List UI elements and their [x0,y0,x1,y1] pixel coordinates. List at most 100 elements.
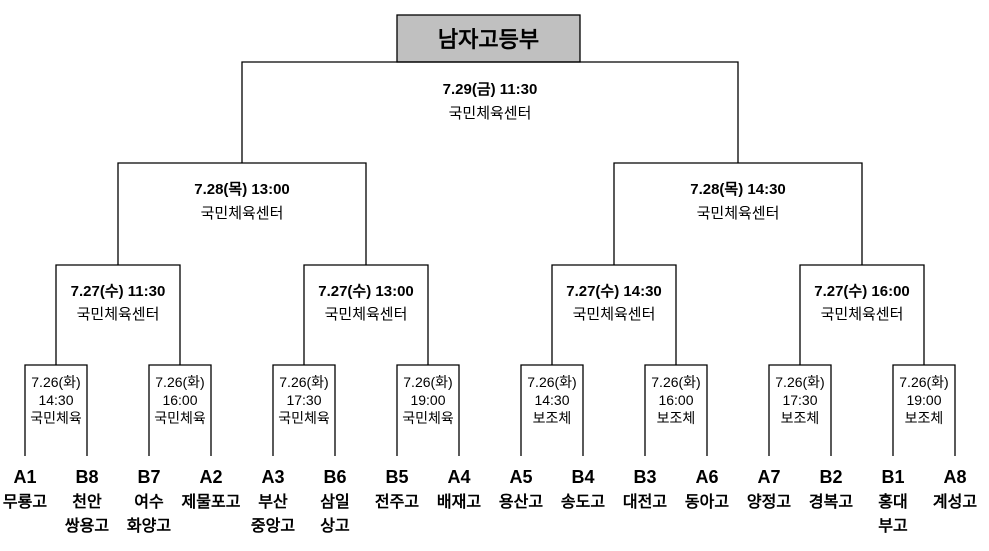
quarterfinal-3-connector-line [551,264,677,365]
round16-match-6-date: 7.26(화) [651,374,700,390]
team-b8: B8 천안 쌍용고 [65,467,109,535]
quarterfinal-4: 7.27(수) 16:00 국민체육센터 [799,264,925,365]
final-match: 7.29(금) 11:30 국민체육센터 [241,61,739,163]
team-a4-seed: A4 [447,467,470,487]
round16-match-4: 7.26(화) 19:00 국민체육 [396,364,460,456]
team-a2-seed: A2 [199,467,222,487]
round16-match-7-time: 17:30 [782,392,817,408]
team-a8-name: 계성고 [933,492,977,511]
team-b7-seed: B7 [137,467,160,487]
team-b4-seed: B4 [571,467,594,487]
round16-match-7: 7.26(화) 17:30 보조체 [768,364,832,456]
round16-match-6-connector-line [644,364,708,456]
round16-match-8-venue: 보조체 [905,410,944,426]
round16-match-4-connector-line [396,364,460,456]
team-a5: A5 용산고 [499,467,543,511]
quarterfinal-1-venue: 국민체육센터 [77,306,160,323]
round16-match-3-connector-line [272,364,336,456]
round16-match-3-venue: 국민체육 [278,410,330,426]
team-a1-seed: A1 [13,467,36,487]
semifinal-1-venue: 국민체육센터 [201,205,284,222]
team-a8: A8 계성고 [933,467,977,511]
team-b1-seed: B1 [881,467,904,487]
team-b4-name: 송도고 [561,493,605,511]
team-a7-name: 양정고 [747,493,791,511]
team-a2-name: 제물포고 [182,493,241,511]
team-b8-seed: B8 [75,467,98,487]
semifinal-1-connector-line [117,162,367,265]
team-a6: A6 동아고 [685,467,729,511]
team-b7-name-line-1: 여수 [134,493,164,511]
quarterfinal-3-datetime: 7.27(수) 14:30 [566,283,662,300]
team-b2-seed: B2 [819,467,842,487]
round16-match-3: 7.26(화) 17:30 국민체육 [272,364,336,456]
quarterfinal-1: 7.27(수) 11:30 국민체육센터 [55,264,181,365]
round16-match-5-time: 14:30 [534,392,569,408]
round16-match-8-date: 7.26(화) [899,374,948,390]
team-a3: A3 부산 중앙고 [251,467,295,535]
team-a3-name-line-1: 부산 [258,493,288,511]
team-b5-name: 전주고 [375,493,419,511]
team-b5: B5 전주고 [375,467,419,511]
round16-match-8-time: 19:00 [906,392,941,408]
team-a4-name: 배재고 [437,493,481,511]
round16-match-4-venue: 국민체육 [402,410,454,426]
round16-match-2: 7.26(화) 16:00 국민체육 [148,364,212,456]
team-b8-name-line-2: 쌍용고 [65,517,109,535]
round16-match-2-venue: 국민체육 [154,410,206,426]
quarterfinal-4-datetime: 7.27(수) 16:00 [814,283,910,300]
semifinal-2-datetime: 7.28(목) 14:30 [690,181,786,198]
round16-match-2-connector-line [148,364,212,456]
round16-match-8-connector-line [892,364,956,456]
quarterfinal-1-connector-line [55,264,181,365]
team-b2: B2 경복고 [809,467,853,511]
team-a3-seed: A3 [261,467,284,487]
team-b1: B1 홍대 부고 [878,467,908,535]
team-b1-name-line-2: 부고 [878,517,908,535]
final-venue: 국민체육센터 [449,105,532,122]
round16-match-4-time: 19:00 [410,392,445,408]
team-b4: B4 송도고 [561,467,605,511]
title-group: 남자고등부 [396,14,581,63]
bracket-title: 남자고등부 [438,27,539,52]
final-connector-line [241,61,739,163]
round16-match-7-venue: 보조체 [781,410,820,426]
round16-match-7-date: 7.26(화) [775,374,824,390]
team-b6-name-line-1: 삼일 [320,493,349,511]
round16-match-1-venue: 국민체육 [30,410,82,426]
semifinal-2: 7.28(목) 14:30 국민체육센터 [613,162,863,265]
round16-match-4-date: 7.26(화) [403,374,452,390]
final-datetime: 7.29(금) 11:30 [443,81,538,98]
team-a1-name: 무룡고 [3,493,47,511]
team-b2-name: 경복고 [809,493,853,511]
team-a1: A1 무룡고 [3,467,47,511]
team-b3-seed: B3 [633,467,656,487]
team-a8-seed: A8 [943,467,966,487]
team-b5-seed: B5 [385,467,408,487]
round16-match-8: 7.26(화) 19:00 보조체 [892,364,956,456]
semifinal-2-connector-line [613,162,863,265]
team-a5-name: 용산고 [499,493,543,511]
team-b7: B7 여수 화양고 [127,467,171,535]
quarterfinal-4-connector-line [799,264,925,365]
round16-match-1-time: 14:30 [38,392,73,408]
team-a6-seed: A6 [695,467,718,487]
quarterfinal-2-venue: 국민체육센터 [325,306,408,323]
quarterfinal-1-datetime: 7.27(수) 11:30 [71,283,166,300]
round16-match-5: 7.26(화) 14:30 보조체 [520,364,584,456]
team-a5-seed: A5 [509,467,532,487]
team-b8-name-line-1: 천안 [72,493,102,511]
team-a6-name: 동아고 [685,493,729,511]
semifinal-1: 7.28(목) 13:00 국민체육센터 [117,162,367,265]
quarterfinal-2: 7.27(수) 13:00 국민체육센터 [303,264,429,365]
round16-match-6-venue: 보조체 [657,410,696,426]
round16-match-6: 7.26(화) 16:00 보조체 [644,364,708,456]
quarterfinal-3: 7.27(수) 14:30 국민체육센터 [551,264,677,365]
quarterfinal-2-connector-line [303,264,429,365]
team-b6-name-line-2: 상고 [320,517,350,535]
team-a3-name-line-2: 중앙고 [251,516,295,535]
quarterfinal-3-venue: 국민체육센터 [573,306,656,323]
team-a4: A4 배재고 [437,467,481,511]
round16-match-6-time: 16:00 [658,392,693,408]
